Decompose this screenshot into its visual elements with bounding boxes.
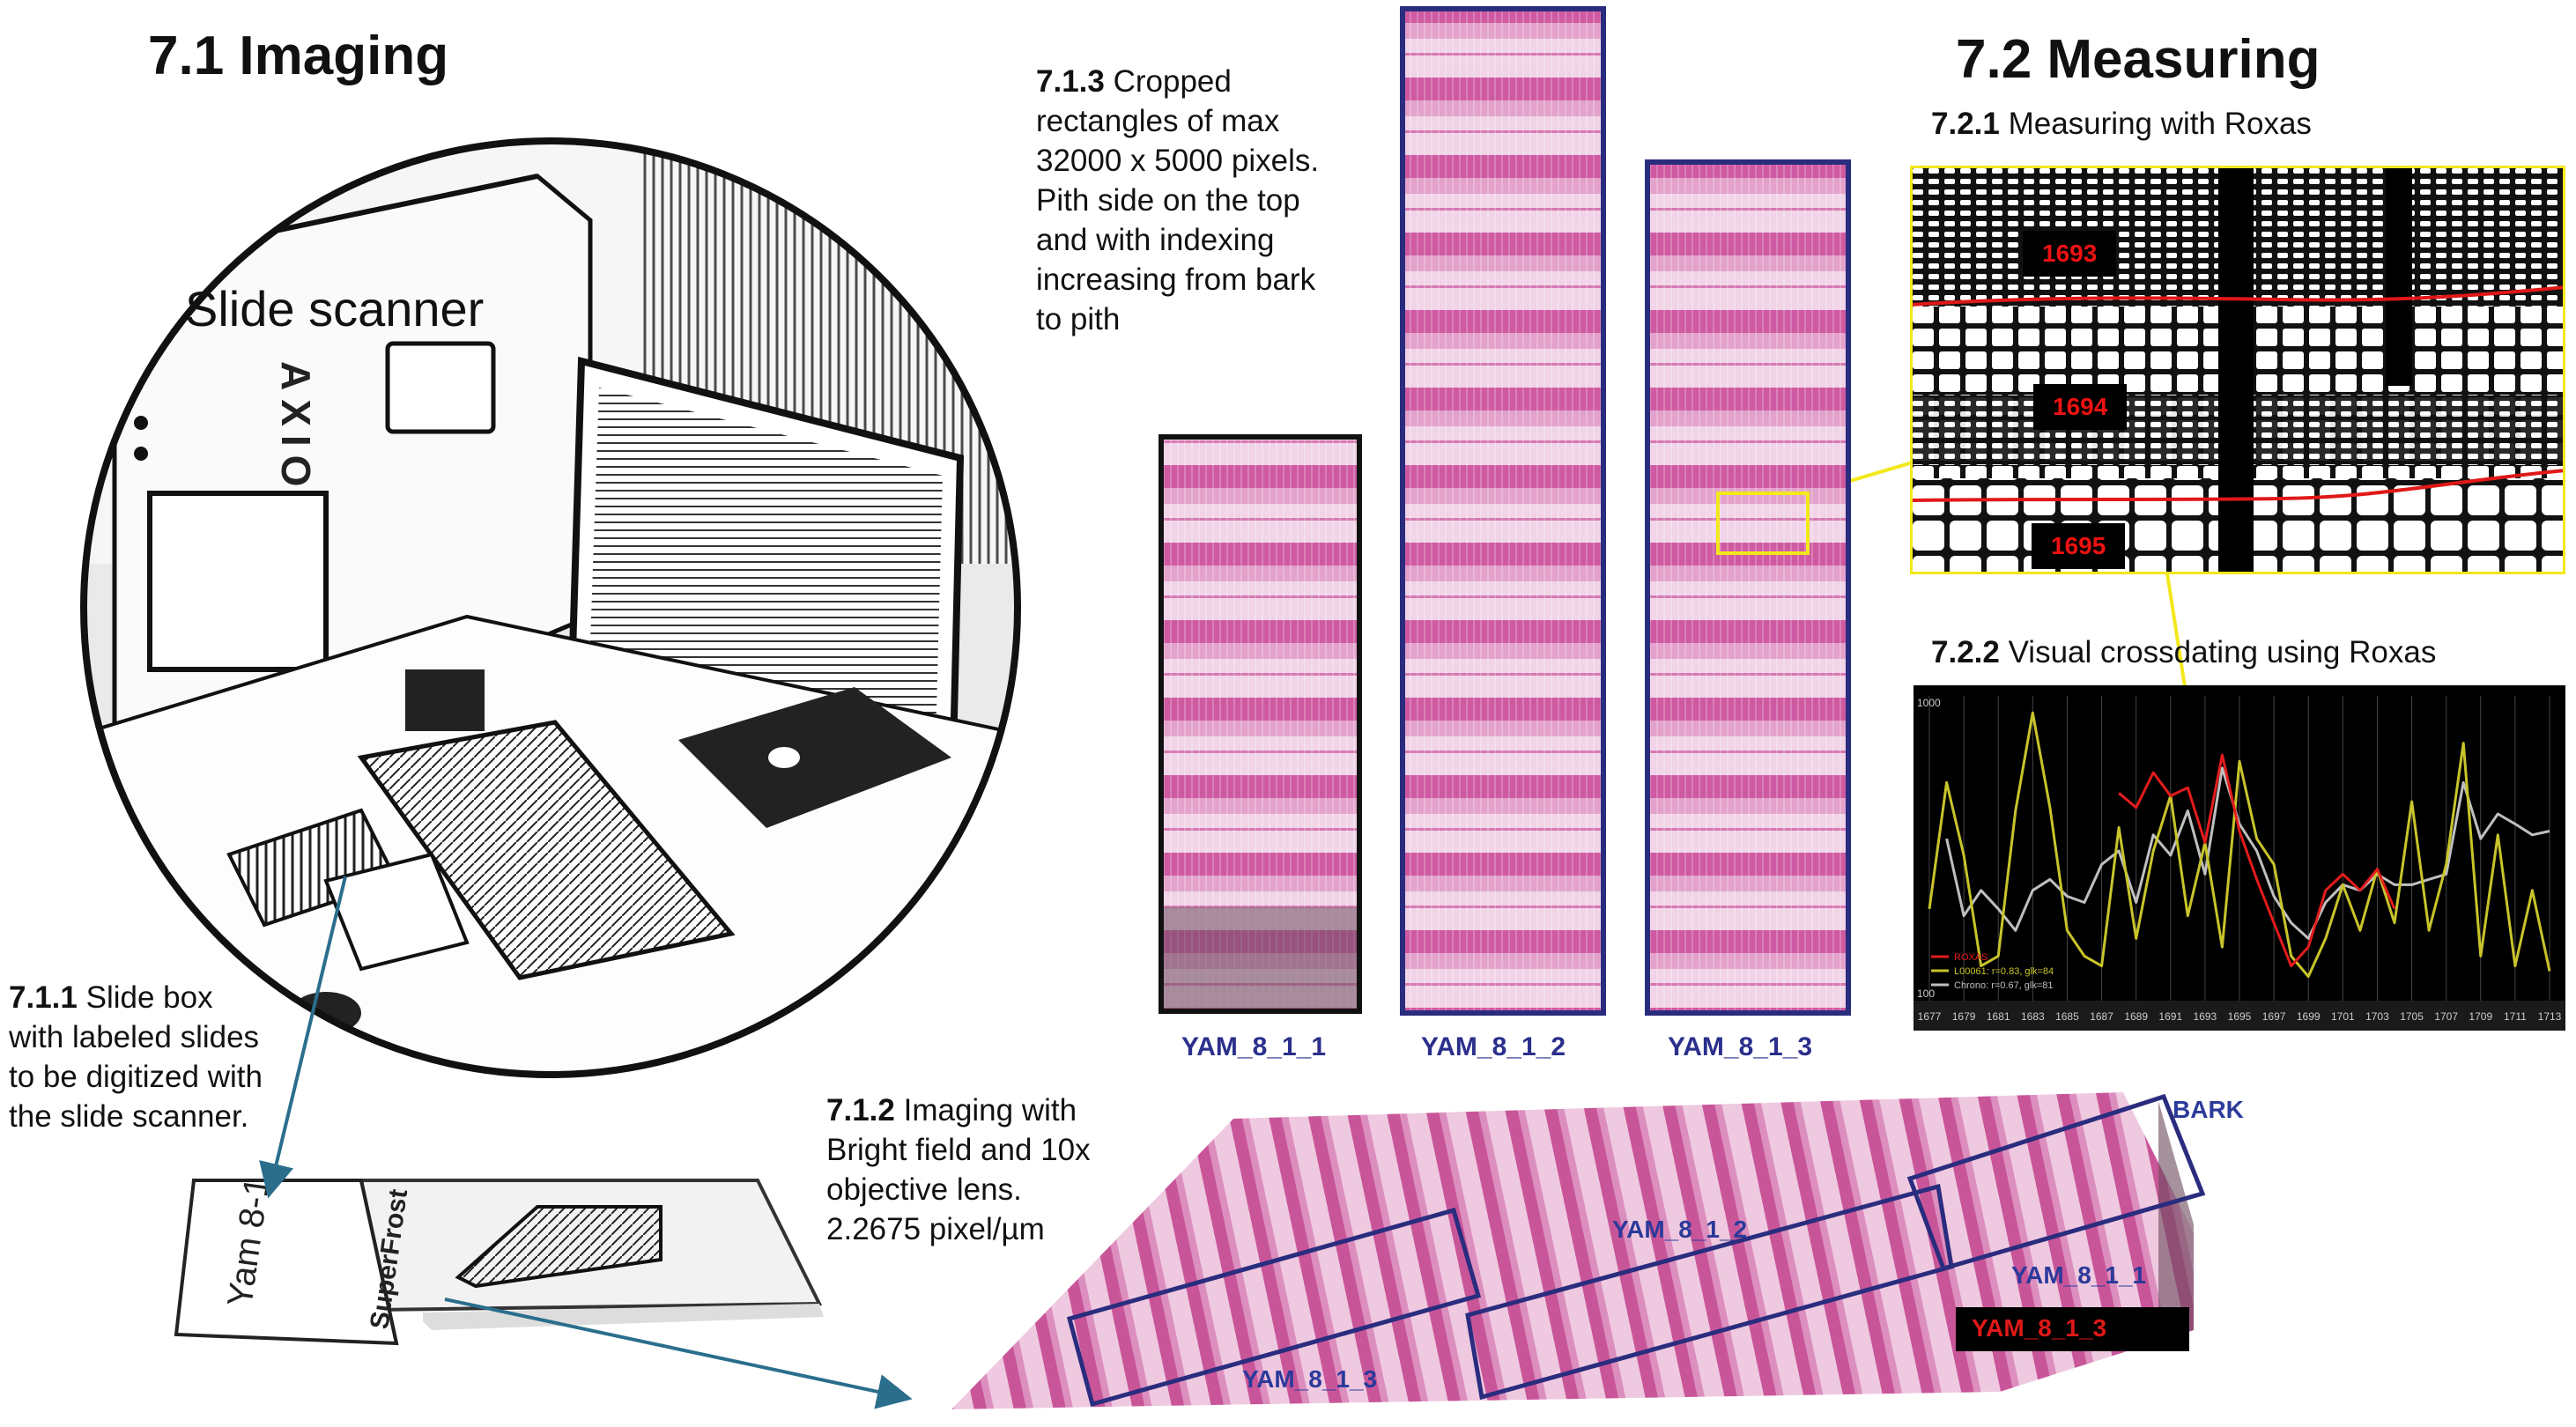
chart-y-tick-label: 1000: [1917, 697, 1941, 709]
imaging-heading: 7.1 Imaging: [148, 26, 449, 86]
bark-label: BARK: [2173, 1096, 2244, 1123]
chart-x-tick-label: 1693: [2194, 1010, 2217, 1023]
roxas-caption: 7.2.1 Measuring with Roxas: [1931, 104, 2312, 144]
chart-x-tick-label: 1705: [2400, 1010, 2424, 1023]
strip-label-1: YAM_8_1_1: [1181, 1032, 1327, 1061]
slide-scanner-label: Slide scanner: [185, 281, 485, 336]
chart-x-tick-label: 1707: [2434, 1010, 2458, 1023]
scanner-brand: AXIO: [273, 361, 319, 495]
glass-slide: Yam 8-1 SuperFrost: [174, 1174, 824, 1346]
chart-series-line: [1945, 766, 2550, 940]
scan-label-2: YAM_8_1_2: [1612, 1216, 1748, 1243]
slide-box-caption: 7.1.1 Slide box with labeled slides to b…: [9, 978, 273, 1136]
strip-label-2: YAM_8_1_2: [1420, 1032, 1566, 1061]
chart-x-tick-label: 1679: [1952, 1010, 1976, 1023]
measuring-heading: 7.2 Measuring: [1956, 29, 2321, 90]
imaging-number: 7.1.2: [826, 1093, 895, 1128]
chart-axis-band: [1913, 1001, 2565, 1031]
crossdating-text: Visual crossdating using Roxas: [2008, 635, 2437, 669]
chart-x-tick-label: 1713: [2538, 1010, 2562, 1023]
chart-x-tick-label: 1701: [2331, 1010, 2355, 1023]
cropped-caption: 7.1.3 Cropped rectangles of max 32000 x …: [1036, 62, 1336, 339]
chart-legend-label: L00061: r=0.83, glk=84: [1954, 966, 2054, 977]
crossdating-number: 7.2.2: [1931, 635, 2000, 669]
chart-x-tick-label: 1685: [2055, 1010, 2079, 1023]
chart-series-line: [1928, 711, 2551, 979]
chart-x-tick-label: 1683: [2021, 1010, 2045, 1023]
chart-x-tick-label: 1689: [2124, 1010, 2148, 1023]
chart-series-line: [2118, 753, 2396, 968]
imaging-text: Imaging with Bright field and 10x object…: [826, 1093, 1091, 1246]
chart-y-tick-label: 100: [1917, 987, 1935, 1000]
slide-box-number: 7.1.1: [9, 980, 78, 1015]
chart-x-tick-label: 1697: [2262, 1010, 2286, 1023]
chart-x-tick-label: 1703: [2365, 1010, 2389, 1023]
slide-scanner-illustration: AXIO: [80, 137, 1021, 1078]
measure-window: [1716, 492, 1810, 555]
crossdating-caption: 7.2.2 Visual crossdating using Roxas: [1931, 632, 2436, 672]
scan-label-3-highlight-box: YAM_8_1_3: [1956, 1307, 2189, 1351]
strip-yam-8-1-1: [1158, 434, 1362, 1014]
chart-x-tick-label: 1681: [1987, 1010, 2010, 1023]
crossdating-chart: 1677 1679 1681 1683 1685 1687 1689 1691 1693 1695…: [1913, 685, 2565, 1031]
cropped-strips: [1158, 6, 1851, 1016]
roxas-text: Measuring with Roxas: [2008, 107, 2312, 141]
imaging-caption: 7.1.2 Imaging with Bright field and 10x …: [826, 1091, 1117, 1249]
chart-x-tick-label: 1677: [1918, 1010, 1942, 1023]
scan-label-1: YAM_8_1_1: [2011, 1261, 2147, 1289]
chart-x-tick-label: 1699: [2297, 1010, 2321, 1023]
strip-yam-8-1-3: [1645, 159, 1851, 1016]
chart-x-tick-label: 1695: [2228, 1010, 2252, 1023]
year-label-1693: 1693: [2023, 231, 2117, 277]
year-label-1695: 1695: [2032, 523, 2126, 569]
chart-legend-label: ROXAS: [1954, 952, 1988, 963]
cropped-text: Cropped rectangles of max 32000 x 5000 p…: [1036, 64, 1320, 336]
roxas-measurement-view: [1910, 166, 2565, 574]
whole-section-scan: [951, 1092, 2206, 1409]
chart-x-tick-label: 1709: [2469, 1010, 2492, 1023]
year-label-1694: 1694: [2033, 384, 2128, 430]
chart-x-tick-label: 1711: [2504, 1010, 2527, 1023]
chart-legend-label: Chrono: r=0.67, glk=81: [1954, 980, 2054, 991]
slide-box-text: Slide box with labeled slides to be digi…: [9, 980, 263, 1134]
scan-label-3-highlight: YAM_8_1_3: [1972, 1314, 2107, 1342]
roxas-number: 7.2.1: [1931, 107, 2000, 141]
chart-x-tick-label: 1687: [2090, 1010, 2113, 1023]
scan-rect-1: [1906, 1093, 2206, 1272]
cropped-number: 7.1.3: [1036, 64, 1105, 99]
strip-yam-8-1-2: [1400, 6, 1606, 1016]
chart-x-tick-label: 1691: [2158, 1010, 2182, 1023]
strip-label-3: YAM_8_1_3: [1667, 1032, 1813, 1061]
scan-label-3: YAM_8_1_3: [1242, 1365, 1378, 1393]
scan-rect-3-left: [1066, 1207, 1482, 1408]
